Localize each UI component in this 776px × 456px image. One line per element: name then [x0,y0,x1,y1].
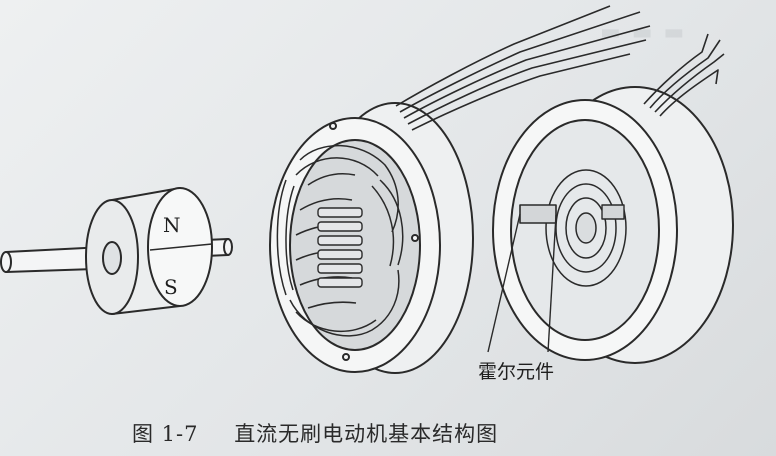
hall-sensor [519,204,557,224]
south-pole-label: S [164,275,178,299]
end-cap [487,33,734,364]
hall-element-label: 霍尔元件 [478,361,555,383]
figure-caption: 图 1-7 直流无刷电动机基本结构图 [132,418,498,448]
stator [269,5,651,374]
north-pole-label: N [163,213,181,237]
rotor-magnet [85,187,213,315]
figure-number: 图 1-7 [132,422,199,446]
figure-title: 直流无刷电动机基本结构图 [234,422,499,446]
